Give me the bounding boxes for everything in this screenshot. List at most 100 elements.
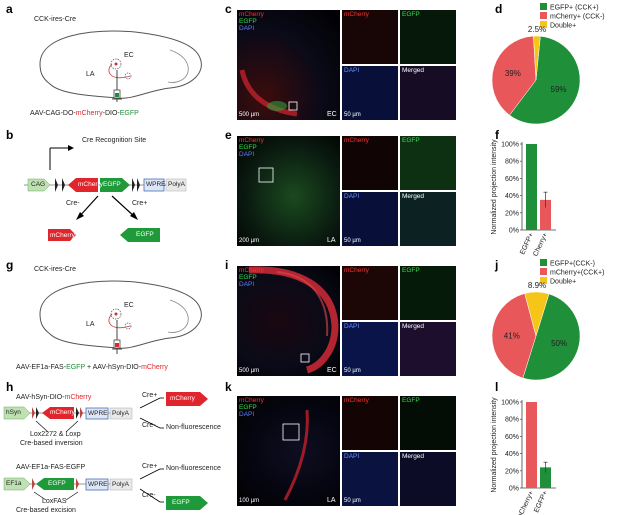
legend-label-2: Double+ [550, 279, 576, 286]
sub-dapi-e: DAPI [344, 193, 360, 200]
legend-label-1: mCherry+(CCK+) [550, 270, 604, 277]
cag-label: CAG [31, 181, 46, 188]
pie-slice-0 [522, 293, 581, 381]
sub-dapi-k: DAPI [344, 453, 360, 460]
wpre-element-h1: WPRE [88, 410, 108, 417]
polya-element-h2: PolyA [112, 481, 129, 488]
micrograph-e-dapi: DAPI 50 µm [342, 192, 398, 246]
mcherry-element-b: mCherry [78, 181, 103, 188]
c1-cre-minus: Cre- [142, 422, 156, 429]
egfp-element-b: EGFP [103, 181, 121, 188]
panel-label-l: l [495, 380, 499, 394]
scale-c-sub: 50 µm [344, 112, 361, 118]
legend-label-1: mCherry+ (CCK-) [550, 14, 605, 21]
polya-element-h1: PolyA [112, 410, 129, 417]
panel-h: AAV-hSyn-DIO-mCherry hSyn mCherry [0, 384, 224, 515]
polya-element-b: PolyA [168, 181, 185, 188]
sub-egfp-e: EGFP [402, 137, 420, 144]
construct2-title: AAV-EF1a-FAS-EGFP [16, 464, 86, 471]
c1-out-nonfluor: Non-fluorescence [166, 424, 221, 431]
y-tick-label-5: 100% [501, 142, 519, 149]
la-label-g: LA [86, 321, 95, 328]
ch-dapi-e: DAPI [239, 151, 255, 158]
legend-swatch-0 [540, 259, 547, 266]
scale-k-main: 100 µm [239, 498, 260, 504]
sub-mcherry-k: mCherry [344, 397, 369, 404]
panel-label-d: d [495, 2, 503, 16]
sub-merged-k: Merged [402, 453, 425, 460]
y-tick-label-0: 0% [509, 228, 519, 235]
micrograph-i-merged: Merged [400, 322, 456, 376]
chart-l: 0%20%40%60%80%100%Normalized projection … [491, 397, 556, 515]
y-tick-label-1: 20% [505, 210, 519, 217]
pie-label-2: 8.9% [528, 281, 546, 290]
micrograph-i-main: mCherry EGFP DAPI 500 µm EC [237, 266, 340, 376]
c1-out-mcherry: mCherry [170, 395, 195, 402]
pie-label-0: 59% [551, 85, 567, 94]
micrograph-e-merged: Merged [400, 192, 456, 246]
legend-label-2: Double+ [550, 23, 576, 30]
sub-mcherry-i: mCherry [344, 267, 369, 274]
cre-site-label: Cre Recognition Site [82, 137, 147, 144]
construct-diagram-h [3, 392, 208, 510]
y-tick-label-4: 80% [505, 159, 519, 166]
out-mcherry-b: mCherry [50, 232, 75, 239]
micrograph-e-egfp: EGFP [400, 136, 456, 190]
sub-dapi-i: DAPI [344, 323, 360, 330]
legend-swatch-2 [540, 21, 547, 28]
chart-j: EGFP+(CCK-)mCherry+(CCK+)Double+50%41%8.… [491, 259, 604, 381]
ch-egfp-e: EGFP [239, 144, 257, 151]
ch-dapi-c: DAPI [239, 25, 255, 32]
mcherry-element-h: mCherry [50, 409, 75, 416]
scale-e-sub: 50 µm [344, 238, 361, 244]
micrograph-e-mcherry: mCherry [342, 136, 398, 190]
excision-note: Cre-based excision [16, 507, 76, 514]
region-c: EC [327, 111, 337, 118]
bar-1 [540, 467, 551, 488]
panel-label-f: f [495, 128, 499, 142]
panel-label-g: g [6, 258, 14, 272]
scale-c-main: 500 µm [239, 112, 260, 118]
panel-b: Cre Recognition Site CAG mCherry EGFP WP… [20, 132, 220, 254]
region-i: EC [327, 367, 337, 374]
legend-swatch-1 [540, 12, 547, 19]
brain-schematic-g [39, 280, 202, 354]
panel-a: CCK-ires-Cre EC LA AAV-CAG-DO-mCherry-DI… [20, 14, 220, 124]
sub-merged-i: Merged [402, 323, 425, 330]
cre-plus-b: Cre+ [132, 200, 148, 207]
y-tick-label-5: 100% [501, 400, 519, 407]
out-egfp-b: EGFP [136, 231, 154, 238]
sub-egfp-i: EGFP [402, 267, 420, 274]
y-axis-label: Normalized projection intensity [491, 139, 498, 235]
sub-egfp-c: EGFP [402, 11, 420, 18]
sub-merged-e: Merged [402, 193, 425, 200]
y-tick-label-3: 60% [505, 176, 519, 183]
ch-egfp-k: EGFP [239, 404, 257, 411]
panel-g: CCK-ires-Cre EC LA AAV-EF1a-FAS-EGFP + A… [16, 262, 220, 372]
pie-label-0: 50% [551, 339, 567, 348]
c2-out-nonfluor: Non-fluorescence [166, 465, 221, 472]
legend-swatch-2 [540, 277, 547, 284]
construct1-title: AAV-hSyn-DIO-mCherry [16, 394, 92, 401]
wpre-element-b: WPRE [146, 181, 166, 188]
micrograph-c-egfp: EGFP [400, 10, 456, 64]
pie-label-1: 41% [504, 331, 520, 340]
pie-slice-1 [491, 293, 537, 379]
scale-k-sub: 50 µm [344, 498, 361, 504]
c1-cre-plus: Cre+ [142, 392, 158, 399]
panel-label-j: j [495, 258, 499, 272]
legend-swatch-0 [540, 3, 547, 10]
inversion-note: Cre-based inversion [20, 440, 83, 447]
region-k: LA [327, 497, 336, 504]
mouse-line-label-g: CCK-ires-Cre [34, 266, 76, 273]
hsyn-element: hSyn [6, 409, 21, 416]
bar-1 [540, 199, 551, 230]
legend-swatch-1 [540, 268, 547, 275]
sub-merged-c: Merged [402, 67, 425, 74]
scale-i-sub: 50 µm [344, 368, 361, 374]
virus-construct-g: AAV-EF1a-FAS-EGFP + AAV-hSyn-DIO-mCherry [16, 364, 168, 371]
ch-mcherry-k: mCherry [239, 397, 264, 404]
mouse-line-label: CCK-ires-Cre [34, 16, 76, 23]
pie-slice-1 [491, 35, 537, 116]
